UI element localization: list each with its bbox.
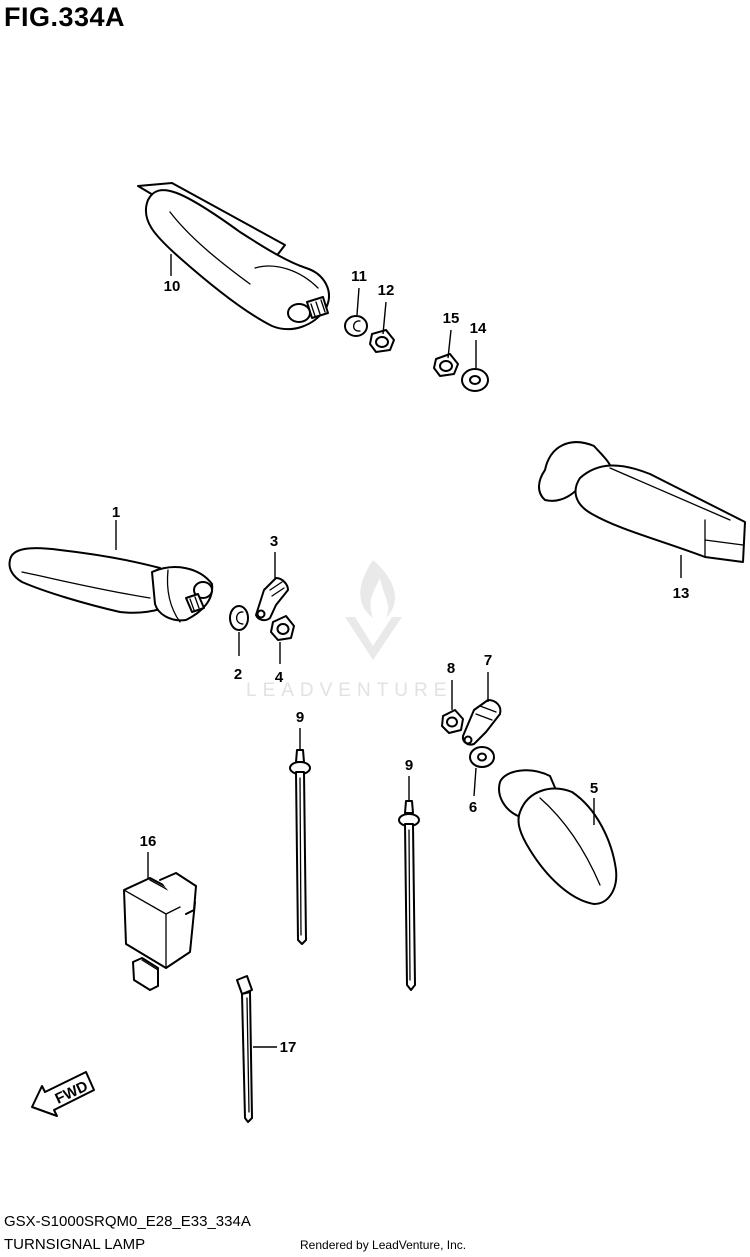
washer-11[interactable] xyxy=(344,315,368,337)
callout-2: 2 xyxy=(234,666,242,683)
washer-14[interactable] xyxy=(461,368,489,392)
cable-tie-17[interactable] xyxy=(236,975,253,1123)
callout-3: 3 xyxy=(270,533,278,550)
nut-8[interactable] xyxy=(441,709,464,734)
callout-4: 4 xyxy=(275,669,284,686)
fwd-direction-arrow: FWD xyxy=(31,1071,95,1117)
leader-lines xyxy=(115,254,682,1048)
callout-7: 7 xyxy=(484,652,492,669)
figure-title: FIG.334A xyxy=(4,2,126,32)
callout-17: 17 xyxy=(280,1039,297,1056)
callout-13: 13 xyxy=(673,585,690,602)
turn-signal-lamp-5[interactable] xyxy=(498,769,618,905)
callout-9-right: 9 xyxy=(405,757,413,774)
washer-2[interactable] xyxy=(229,605,249,631)
relay-16[interactable] xyxy=(123,872,197,991)
callout-16: 16 xyxy=(140,833,157,850)
part-name: TURNSIGNAL LAMP xyxy=(4,1236,146,1253)
callout-15: 15 xyxy=(443,310,460,327)
callout-5: 5 xyxy=(590,780,598,797)
callout-12: 12 xyxy=(378,282,395,299)
bracket-7[interactable] xyxy=(461,699,502,746)
callout-11: 11 xyxy=(351,268,367,285)
model-code: GSX-S1000SRQM0_E28_E33_334A xyxy=(4,1213,251,1230)
cable-tie-clip-9-right[interactable] xyxy=(398,800,420,991)
cable-tie-clip-9-left[interactable] xyxy=(289,749,311,945)
callout-1: 1 xyxy=(112,504,120,521)
callout-9-left: 9 xyxy=(296,709,304,726)
turn-signal-lamp-10[interactable] xyxy=(137,182,330,331)
nut-4[interactable] xyxy=(270,615,295,641)
rendered-by-credit: Rendered by LeadVenture, Inc. xyxy=(300,1238,467,1252)
bracket-3[interactable] xyxy=(255,577,289,622)
turn-signal-lamp-13[interactable] xyxy=(538,441,746,563)
leadventure-watermark: LEADVENTURE xyxy=(246,560,452,701)
callout-14: 14 xyxy=(470,320,487,337)
nut-12[interactable] xyxy=(369,329,395,353)
callout-10: 10 xyxy=(164,278,181,295)
washer-6[interactable] xyxy=(469,746,495,768)
watermark-text: LEADVENTURE xyxy=(246,680,452,701)
turn-signal-lamp-1[interactable] xyxy=(8,547,214,623)
callout-labels: 1 2 3 4 5 6 7 8 9 9 10 11 12 13 14 15 16… xyxy=(112,268,690,1056)
callout-6: 6 xyxy=(469,799,477,816)
nut-15[interactable] xyxy=(433,353,459,377)
callout-8: 8 xyxy=(447,660,455,677)
